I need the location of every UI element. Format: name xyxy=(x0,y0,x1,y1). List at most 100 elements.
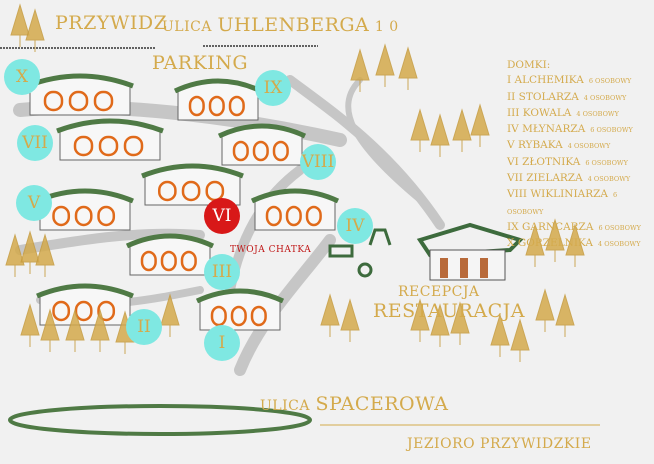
tree xyxy=(525,223,545,267)
tree xyxy=(510,318,530,362)
tree xyxy=(410,108,430,152)
walk-street-label: ULICA SPACEROWA xyxy=(260,393,449,415)
tree xyxy=(375,43,395,87)
cottage xyxy=(217,123,307,166)
legend-num: VII xyxy=(507,172,523,185)
tree xyxy=(40,308,60,352)
cottage-marker[interactable]: IX xyxy=(255,70,291,106)
legend-name: RYBAKA xyxy=(517,139,563,152)
legend-name: MŁYNARZA xyxy=(522,123,586,136)
tree xyxy=(545,218,565,262)
tree xyxy=(320,293,340,337)
legend-capacity: 6 OSOBOWY xyxy=(507,191,618,216)
legend-capacity: 6 OSOBOWY xyxy=(585,158,628,167)
cottage-marker[interactable]: VI xyxy=(204,198,240,234)
town-name: PRZYWIDZ xyxy=(55,12,168,34)
legend-num: IX xyxy=(507,220,519,233)
legend-name: ZŁOTNIKA xyxy=(522,155,581,168)
tree xyxy=(90,308,110,352)
tree xyxy=(10,3,30,47)
cottage xyxy=(36,283,134,326)
tree xyxy=(470,103,490,147)
legend-name: ZIELARZA xyxy=(526,172,583,185)
legend-name: GARNCARZA xyxy=(521,220,594,233)
tree xyxy=(350,48,370,92)
legend-capacity: 4 OSOBOWY xyxy=(576,109,619,118)
tree xyxy=(20,230,40,274)
tree xyxy=(160,293,180,337)
tree xyxy=(65,308,85,352)
cottage-marker[interactable]: V xyxy=(16,185,52,221)
legend-num: VI xyxy=(507,155,519,168)
tree xyxy=(410,298,430,342)
cottage xyxy=(141,163,244,206)
cottage xyxy=(195,288,285,331)
legend-item: IV MŁYNARZA 6 OSOBOWY xyxy=(507,122,654,138)
cottage-marker[interactable]: I xyxy=(204,325,240,361)
legend-name: WIKLINIARZA xyxy=(530,188,608,201)
legend-capacity: 4 OSOBOWY xyxy=(583,93,627,102)
legend-item: I ALCHEMIKA 6 OSOBOWY xyxy=(507,73,654,89)
legend-item: X GORZELNIKA 4 OSOBOWY xyxy=(507,236,654,252)
reception-label: RECEPCJA xyxy=(398,284,480,300)
cottage-marker[interactable]: II xyxy=(126,309,162,345)
legend-item: IX GARNCARZA 6 OSOBOWY xyxy=(507,220,654,236)
address: ULICA UHLENBERGA 1 0 xyxy=(162,14,399,36)
restaurant-label: RESTAURACJA xyxy=(373,300,525,322)
legend-num: II xyxy=(507,90,516,103)
cottage-marker[interactable]: III xyxy=(204,254,240,290)
legend-item: VII ZIELARZA 4 OSOBOWY xyxy=(507,171,654,187)
tree xyxy=(452,108,472,152)
legend-name: STOLARZA xyxy=(518,90,579,103)
cottage-marker[interactable]: VIII xyxy=(300,144,336,180)
legend-num: V xyxy=(507,139,515,152)
cottage-marker[interactable]: X xyxy=(4,59,40,95)
legend-num: I xyxy=(507,74,512,87)
legend-title: DOMKI: xyxy=(507,59,551,71)
legend-num: IV xyxy=(507,123,519,136)
cottage xyxy=(36,188,134,231)
legend-num: III xyxy=(507,106,520,119)
cottage-marker[interactable]: IV xyxy=(337,208,373,244)
tree xyxy=(565,223,585,267)
legend: DOMKI: I ALCHEMIKA 6 OSOBOWY II STOLARZA 4 … xyxy=(507,58,654,253)
cottage xyxy=(56,118,164,161)
tree xyxy=(490,313,510,357)
your-cottage-label: TWOJA CHATKA xyxy=(230,245,312,255)
legend-capacity: 4 OSOBOWY xyxy=(567,142,611,151)
tree xyxy=(5,233,25,277)
legend-num: X xyxy=(507,237,515,250)
legend-item: V RYBAKA 4 OSOBOWY xyxy=(507,138,654,154)
legend-item: II STOLARZA 4 OSOBOWY xyxy=(507,90,654,106)
lake-label: JEZIORO PRZYWIDZKIE xyxy=(407,436,592,452)
tree xyxy=(35,233,55,277)
legend-capacity: 6 OSOBOWY xyxy=(588,77,632,86)
legend-capacity: 4 OSOBOWY xyxy=(598,240,641,249)
path xyxy=(345,77,423,203)
tree xyxy=(20,303,40,347)
reception-building xyxy=(416,222,524,281)
tree xyxy=(450,301,470,345)
tree xyxy=(555,293,575,337)
tree xyxy=(340,298,360,342)
legend-item: III KOWALA 4 OSOBOWY xyxy=(507,106,654,122)
legend-name: GORZELNIKA xyxy=(517,237,593,250)
legend-capacity: 4 OSOBOWY xyxy=(587,175,631,184)
lake xyxy=(8,404,312,436)
legend-name: ALCHEMIKA xyxy=(514,74,584,87)
tree xyxy=(430,113,450,157)
cottage-marker[interactable]: VII xyxy=(17,125,53,161)
legend-capacity: 6 OSOBOWY xyxy=(590,126,633,135)
legend-capacity: 6 OSOBOWY xyxy=(598,223,641,232)
legend-item: VI ZŁOTNIKA 6 OSOBOWY xyxy=(507,155,654,171)
parking-label: PARKING xyxy=(152,52,249,74)
cottage xyxy=(26,73,134,116)
legend-num: VIII xyxy=(507,188,528,201)
legend-name: KOWALA xyxy=(522,106,572,119)
tree xyxy=(535,288,555,332)
cottage xyxy=(125,233,215,276)
cottage xyxy=(173,78,263,121)
playground xyxy=(328,228,392,278)
tree xyxy=(398,46,418,90)
